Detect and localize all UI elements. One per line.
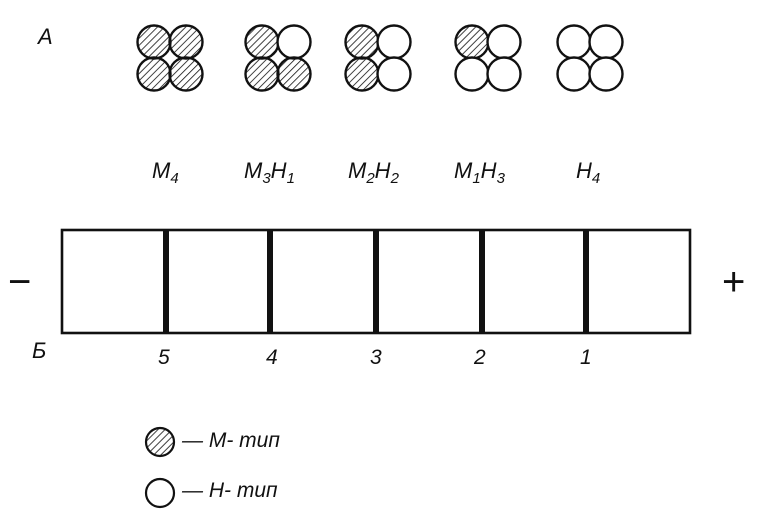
tetramer-m2h2	[344, 24, 412, 92]
h-subunit	[588, 24, 624, 60]
band-number: 5	[158, 346, 170, 369]
tetramer-m3h1	[244, 24, 312, 92]
h-subunit	[486, 24, 522, 60]
h-subunit	[588, 56, 624, 92]
panel-b-label: Б	[32, 338, 47, 363]
legend-symbols	[144, 426, 176, 509]
isoenzyme-label-h4: H4	[576, 158, 601, 187]
band-number: 2	[474, 346, 486, 369]
h-subunit	[486, 56, 522, 92]
tetramer-row	[136, 24, 624, 92]
band-number: 4	[266, 346, 278, 369]
m-subunit	[244, 24, 280, 60]
isoenzyme-label-m2h2: M2H2	[348, 158, 399, 187]
isoenzyme-label-m4: M4	[152, 158, 179, 187]
m-subunit	[276, 56, 312, 92]
h-subunit	[454, 56, 490, 92]
m-subunit	[136, 24, 172, 60]
tetramer-m4	[136, 24, 204, 92]
band-number: 3	[370, 346, 382, 369]
m-subunit	[168, 24, 204, 60]
m-subunit	[244, 56, 280, 92]
legend-h-type-symbol	[144, 477, 176, 509]
legend-m-type-text: — M- тип	[182, 429, 280, 452]
anode-plus-sign: +	[722, 260, 746, 304]
m-subunit	[136, 56, 172, 92]
h-subunit	[376, 24, 412, 60]
h-subunit	[556, 24, 592, 60]
h-subunit	[556, 56, 592, 92]
tetramer-m1h3	[454, 24, 522, 92]
m-subunit	[168, 56, 204, 92]
legend-h-type-text: — H- тип	[182, 479, 278, 502]
m-subunit	[454, 24, 490, 60]
cathode-minus-sign: −	[8, 260, 32, 304]
tetramer-h4	[556, 24, 624, 92]
panel-a-label: А	[38, 24, 53, 49]
legend-m-type-symbol	[144, 426, 176, 458]
h-subunit	[276, 24, 312, 60]
isoenzyme-label-m3h1: M3H1	[244, 158, 295, 187]
electrophoresis-gel	[60, 228, 692, 335]
band-number: 1	[580, 346, 592, 369]
isoenzyme-label-m1h3: M1H3	[454, 158, 505, 187]
m-subunit	[344, 24, 380, 60]
h-subunit	[376, 56, 412, 92]
m-subunit	[344, 56, 380, 92]
